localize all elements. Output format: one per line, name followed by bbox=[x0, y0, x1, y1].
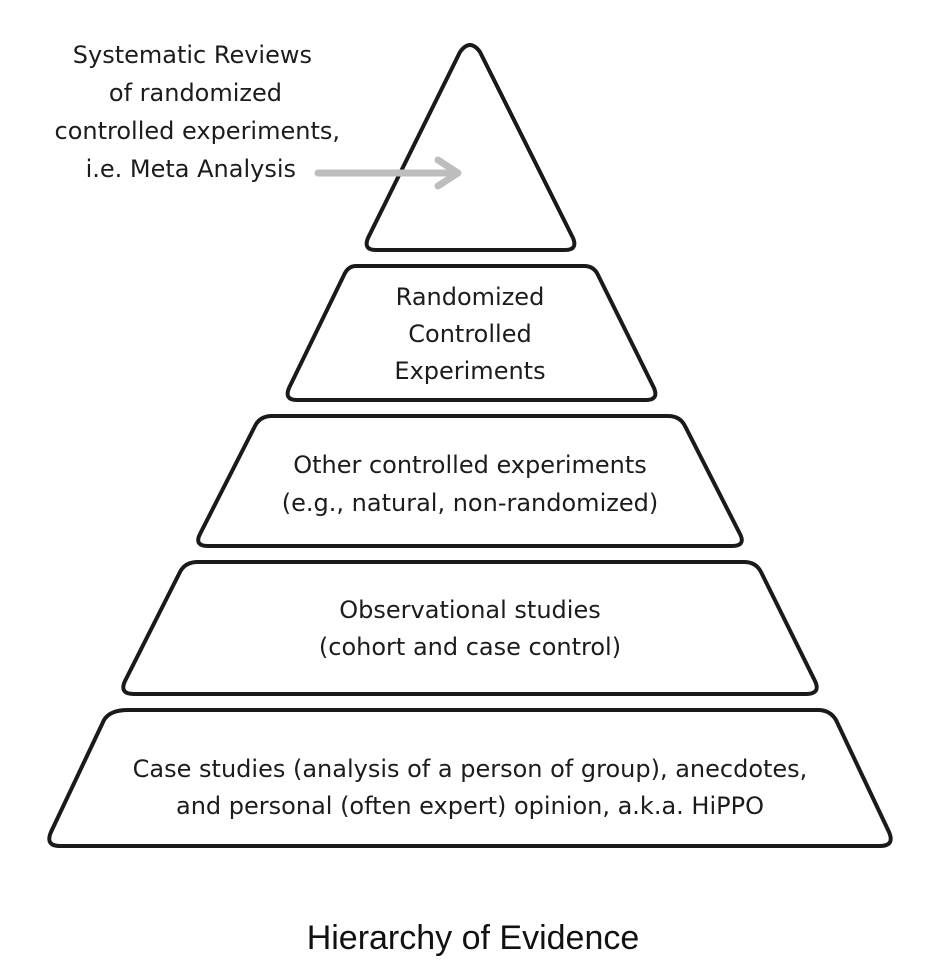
trapezoid-level-2 bbox=[285, 264, 658, 402]
level-other-controlled: Other controlled experiments (e.g., natu… bbox=[196, 414, 744, 548]
diagram-title: Hierarchy of Evidence bbox=[306, 919, 640, 957]
level-5-line-1: Case studies (analysis of a person of gr… bbox=[133, 755, 808, 783]
level-2-line-1: Randomized bbox=[396, 283, 545, 311]
level-meta-analysis bbox=[364, 43, 577, 252]
trapezoid-level-4 bbox=[121, 560, 819, 696]
trapezoid-level-5 bbox=[47, 708, 893, 848]
level-5-line-2: and personal (often expert) opinion, a.k… bbox=[176, 792, 764, 820]
level-2-line-2: Controlled bbox=[408, 320, 531, 348]
callout-line-1: Systematic Reviews bbox=[73, 41, 312, 69]
callout-line-4: i.e. Meta Analysis bbox=[86, 155, 296, 183]
level-observational: Observational studies (cohort and case c… bbox=[121, 560, 819, 696]
level-case-studies: Case studies (analysis of a person of gr… bbox=[47, 708, 893, 848]
level-4-line-2: (cohort and case control) bbox=[319, 633, 621, 661]
callout-line-2: of randomized bbox=[109, 79, 282, 107]
apex-triangle bbox=[364, 43, 577, 252]
trapezoid-level-3 bbox=[196, 414, 744, 548]
level-3-line-1: Other controlled experiments bbox=[293, 451, 647, 479]
level-randomized-controlled: Randomized Controlled Experiments bbox=[285, 264, 658, 402]
level-3-line-2: (e.g., natural, non-randomized) bbox=[282, 489, 658, 517]
level-2-line-3: Experiments bbox=[394, 357, 545, 385]
arrow-head-icon bbox=[434, 156, 462, 190]
callout-line-3: controlled experiments, bbox=[55, 117, 340, 145]
callout: Systematic Reviews of randomized control… bbox=[55, 41, 340, 183]
level-4-line-1: Observational studies bbox=[339, 596, 600, 624]
callout-arrow bbox=[314, 156, 462, 190]
